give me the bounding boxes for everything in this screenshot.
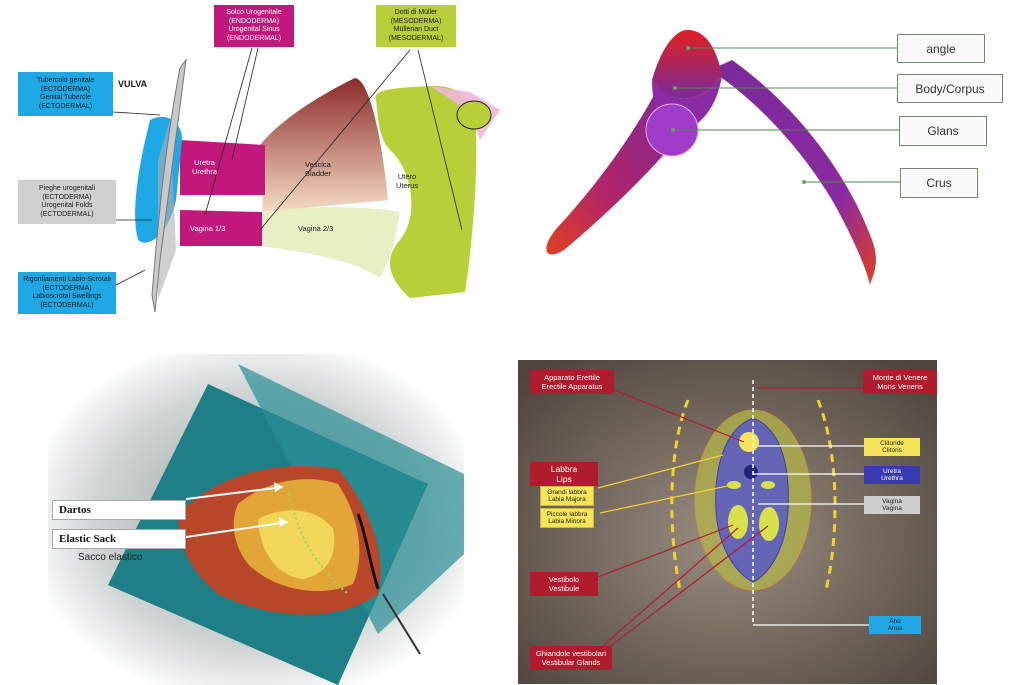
- label-line: Genital Tubercle: [18, 94, 113, 103]
- label-line: Ghiandole vestibolari: [530, 649, 612, 658]
- label-mons-veneris: Monte di Venere Mons Veneris: [863, 370, 937, 394]
- organ-line: Bladder: [305, 169, 331, 178]
- label-line: Monte di Venere: [863, 373, 937, 382]
- label-labioscrotal-swellings: Rigonfiamenti Labio-Scrotali (ECTODERMA)…: [18, 272, 116, 314]
- organ-line: Uterus: [396, 181, 418, 190]
- label-line: Urogenital Sinus: [214, 26, 294, 35]
- label-genital-tubercle: Tubercolo genitale (ECTODERMA) Genital T…: [18, 72, 113, 116]
- label-line: Urethra: [864, 475, 920, 483]
- label-line: (ECTODERMA): [18, 86, 113, 95]
- label-glans: Glans: [899, 116, 987, 146]
- organ-urethra: Uretra Urethra: [192, 158, 217, 176]
- label-urogenital-folds: Pieghe urogenitali (ECTODERMA) Urogenita…: [18, 180, 116, 224]
- organ-vagina-2-3: Vagina 2/3: [298, 224, 333, 233]
- label-line: (ENDODERMA): [214, 18, 294, 27]
- label-urethra: Uretra Urethra: [864, 466, 920, 484]
- label-line: Labioscrotal Swellings: [18, 293, 116, 302]
- label-line: (ENDODERMAL): [214, 35, 294, 44]
- label-anus: Ano Anus: [869, 616, 921, 634]
- label-line: Clitoris: [864, 447, 920, 455]
- organ-line: Utero: [396, 172, 418, 181]
- label-line: (MESODERMA): [376, 18, 456, 27]
- label-line: Urogenital Folds: [18, 202, 116, 211]
- label-line: Labbra: [530, 464, 598, 474]
- label-vagina: Vagina Vagina: [864, 496, 920, 514]
- label-line: Vagina: [864, 498, 920, 506]
- embryology-panel: VULVA Tubercolo genitale (ECTODERMA) Gen…: [0, 0, 505, 330]
- organ-vagina-1-3: Vagina 1/3: [190, 224, 225, 233]
- organ-line: Vescica: [305, 160, 331, 169]
- label-lips: Labbra Lips: [530, 462, 598, 486]
- label-line: (ECTODERMAL): [18, 302, 116, 311]
- label-line: Apparato Erettile: [530, 373, 614, 382]
- label-line: Müllerian Duct: [376, 26, 456, 35]
- label-dartos: Dartos: [52, 500, 186, 520]
- organ-line: Urethra: [192, 167, 217, 176]
- label-line: (ECTODERMA): [18, 194, 116, 203]
- label-urogenital-sinus: Solco Urogenitale (ENDODERMA) Urogenital…: [214, 5, 294, 47]
- label-angle: angle: [897, 34, 985, 63]
- label-line: Uretra: [864, 468, 920, 476]
- label-line: Piccole labbra: [541, 511, 593, 519]
- label-line: Solco Urogenitale: [214, 9, 294, 18]
- label-line: Vestibular Glands: [530, 658, 612, 667]
- label-crus: Crus: [900, 168, 978, 198]
- label-line: Vestibule: [530, 584, 598, 593]
- label-mullerian-duct: Dotti di Müller (MESODERMA) Müllerian Du…: [376, 5, 456, 47]
- label-line: Anus: [869, 625, 921, 633]
- label-labia-majora: Grandi labbra Labia Majora: [540, 486, 594, 506]
- label-line: Erectile Apparatus: [530, 382, 614, 391]
- organ-bladder: Vescica Bladder: [305, 160, 331, 178]
- clitoris-panel: angle Body/Corpus Glans Crus: [512, 0, 1011, 300]
- label-line: (ECTODERMA): [18, 285, 116, 294]
- label-line: Clitoride: [864, 440, 920, 448]
- label-line: Pieghe urogenitali: [18, 185, 116, 194]
- organ-uterus: Utero Uterus: [396, 172, 418, 190]
- surgical-photo-panel: Dartos Elastic Sack Sacco elastico: [48, 354, 464, 685]
- anatomy-photo-panel: Apparato Erettile Erectile Apparatus Lab…: [518, 360, 937, 684]
- label-erectile-apparatus: Apparato Erettile Erectile Apparatus: [530, 370, 614, 394]
- label-elastic-sack: Elastic Sack: [52, 529, 186, 549]
- label-line: Mons Veneris: [863, 382, 937, 391]
- label-line: Tubercolo genitale: [18, 77, 113, 86]
- label-line: Grandi labbra: [541, 489, 593, 497]
- label-line: Labia Majora: [541, 496, 593, 504]
- label-labia-minora: Piccole labbra Labia Minora: [540, 508, 594, 528]
- label-line: Rigonfiamenti Labio-Scrotali: [18, 276, 116, 285]
- label-line: Dotti di Müller: [376, 9, 456, 18]
- label-line: Vagina: [864, 505, 920, 513]
- label-line: Labia Minora: [541, 518, 593, 526]
- label-line: Ano: [869, 618, 921, 626]
- label-body-corpus: Body/Corpus: [897, 74, 1003, 103]
- label-line: Lips: [530, 474, 598, 484]
- label-sacco-elastico: Sacco elastico: [78, 552, 142, 563]
- label-line: (ECTODERMAL): [18, 211, 116, 220]
- organ-line: Uretra: [192, 158, 217, 167]
- label-line: (MESODERMAL): [376, 35, 456, 44]
- label-vestibular-glands: Ghiandole vestibolari Vestibular Glands: [530, 646, 612, 670]
- label-vestibule: Vestibolo Vestibule: [530, 572, 598, 596]
- label-line: (ECTODERMAL): [18, 103, 113, 112]
- label-line: Vestibolo: [530, 575, 598, 584]
- label-clitoris: Clitoride Clitoris: [864, 438, 920, 456]
- vulva-title: VULVA: [118, 80, 147, 89]
